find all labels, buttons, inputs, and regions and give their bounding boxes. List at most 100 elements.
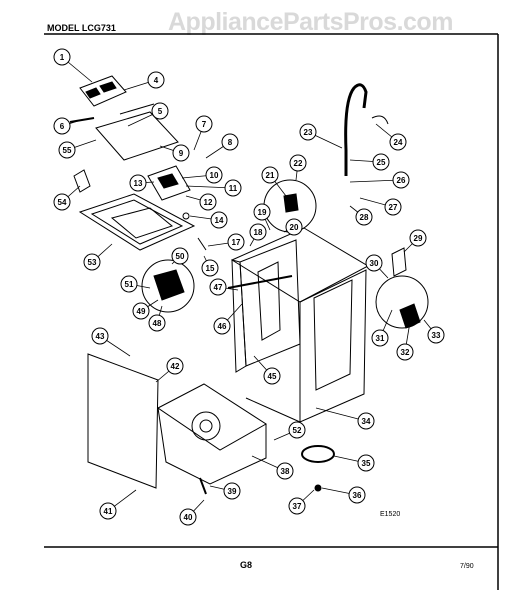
callout-46: 46: [213, 303, 243, 335]
callout-19: 19: [253, 203, 271, 231]
water-valve: [283, 193, 299, 213]
callout-number: 35: [362, 459, 371, 468]
callout-24: 24: [375, 123, 407, 151]
callout-circle: [276, 462, 294, 480]
callout-17: 17: [207, 233, 245, 251]
callout-number: 7: [202, 120, 207, 129]
callout-number: 15: [206, 264, 215, 273]
callout-number: 23: [304, 128, 313, 137]
callout-5: 5: [127, 102, 169, 127]
callout-number: 20: [290, 223, 299, 232]
pump-detail-circle: [375, 275, 429, 329]
callout-number: 34: [362, 417, 371, 426]
callout-circle: [99, 502, 117, 520]
callout-number: 11: [229, 184, 238, 193]
callout-number: 37: [293, 502, 302, 511]
callout-number: 19: [258, 208, 267, 217]
switch-lead: [197, 237, 207, 251]
callout-circle: [91, 327, 109, 345]
callout-23: 23: [299, 123, 343, 149]
callout-number: 45: [268, 372, 277, 381]
side-panel-stiffener: [313, 279, 353, 391]
hose-clamp: [371, 115, 389, 125]
callout-52: 52: [273, 421, 306, 441]
callout-number: 10: [210, 171, 219, 180]
drive-assembly-circle: [141, 259, 195, 313]
callout-circle: [199, 193, 217, 211]
callout-14: 14: [189, 211, 228, 229]
callout-29: 29: [403, 229, 427, 253]
drive-motor: [153, 269, 185, 301]
callout-number: 33: [432, 331, 441, 340]
callout-number: 54: [58, 198, 67, 207]
callout-7: 7: [193, 115, 213, 151]
top-panel-edge: [119, 103, 155, 115]
callout-circle: [53, 193, 71, 211]
callout-number: 5: [158, 107, 163, 116]
callout-22: 22: [289, 154, 307, 181]
callout-number: 36: [353, 491, 362, 500]
callout-circle: [195, 115, 213, 133]
callout-circle: [148, 314, 166, 332]
callout-circle: [409, 229, 427, 247]
callout-circle: [396, 343, 414, 361]
callout-number: 21: [266, 171, 275, 180]
page-code: G8: [240, 560, 252, 570]
callout-circle: [205, 166, 223, 184]
callout-36: 36: [321, 486, 366, 504]
callout-number: 26: [397, 176, 406, 185]
callout-number: 22: [294, 159, 303, 168]
callout-number: 28: [360, 213, 369, 222]
callout-circle: [58, 141, 76, 159]
callout-42: 42: [155, 357, 184, 383]
base-pan-top: [157, 383, 267, 451]
callout-number: 4: [154, 76, 159, 85]
callout-51: 51: [120, 275, 151, 293]
callout-26: 26: [349, 171, 410, 189]
callout-34: 34: [315, 407, 375, 430]
callout-number: 38: [281, 467, 290, 476]
callout-number: 24: [394, 138, 403, 147]
callout-38: 38: [251, 455, 294, 480]
cabinet-base-edge: [245, 397, 301, 423]
tub-opening: [110, 207, 174, 239]
callout-circle: [261, 166, 279, 184]
callout-33: 33: [423, 319, 445, 344]
callout-number: 6: [60, 122, 65, 131]
callout-41: 41: [99, 489, 137, 520]
callout-number: 9: [179, 149, 184, 158]
callout-35: 35: [333, 454, 375, 472]
callout-number: 1: [60, 53, 65, 62]
callout-circle: [224, 179, 242, 197]
model-label: MODEL LCG731: [47, 23, 116, 33]
callout-45: 45: [253, 355, 281, 385]
lid-frame: [78, 193, 196, 251]
callout-11: 11: [185, 179, 242, 197]
callout-25: 25: [349, 153, 390, 171]
lid-bumper: [73, 169, 91, 193]
front-panel: [87, 353, 159, 489]
callout-28: 28: [349, 205, 373, 226]
cabinet-rear-panel: [239, 239, 301, 367]
callout-circle: [83, 253, 101, 271]
callout-circle: [132, 302, 150, 320]
callout-50: 50: [171, 247, 189, 265]
callout-circle: [285, 218, 303, 236]
callout-number: 47: [214, 283, 223, 292]
callout-circle: [392, 171, 410, 189]
callout-47: 47: [209, 278, 239, 296]
callout-39: 39: [209, 482, 241, 500]
callout-circle: [389, 133, 407, 151]
callout-circle: [249, 223, 267, 241]
callout-number: 48: [153, 319, 162, 328]
callout-32: 32: [396, 321, 414, 361]
cabinet-brace: [227, 275, 293, 289]
callout-number: 25: [377, 158, 386, 167]
callout-6: 6: [53, 117, 79, 135]
callout-circle: [179, 508, 197, 526]
callout-number: 8: [228, 138, 233, 147]
callout-circle: [201, 259, 219, 277]
callout-18: 18: [249, 223, 267, 247]
top-panel: [95, 111, 179, 161]
